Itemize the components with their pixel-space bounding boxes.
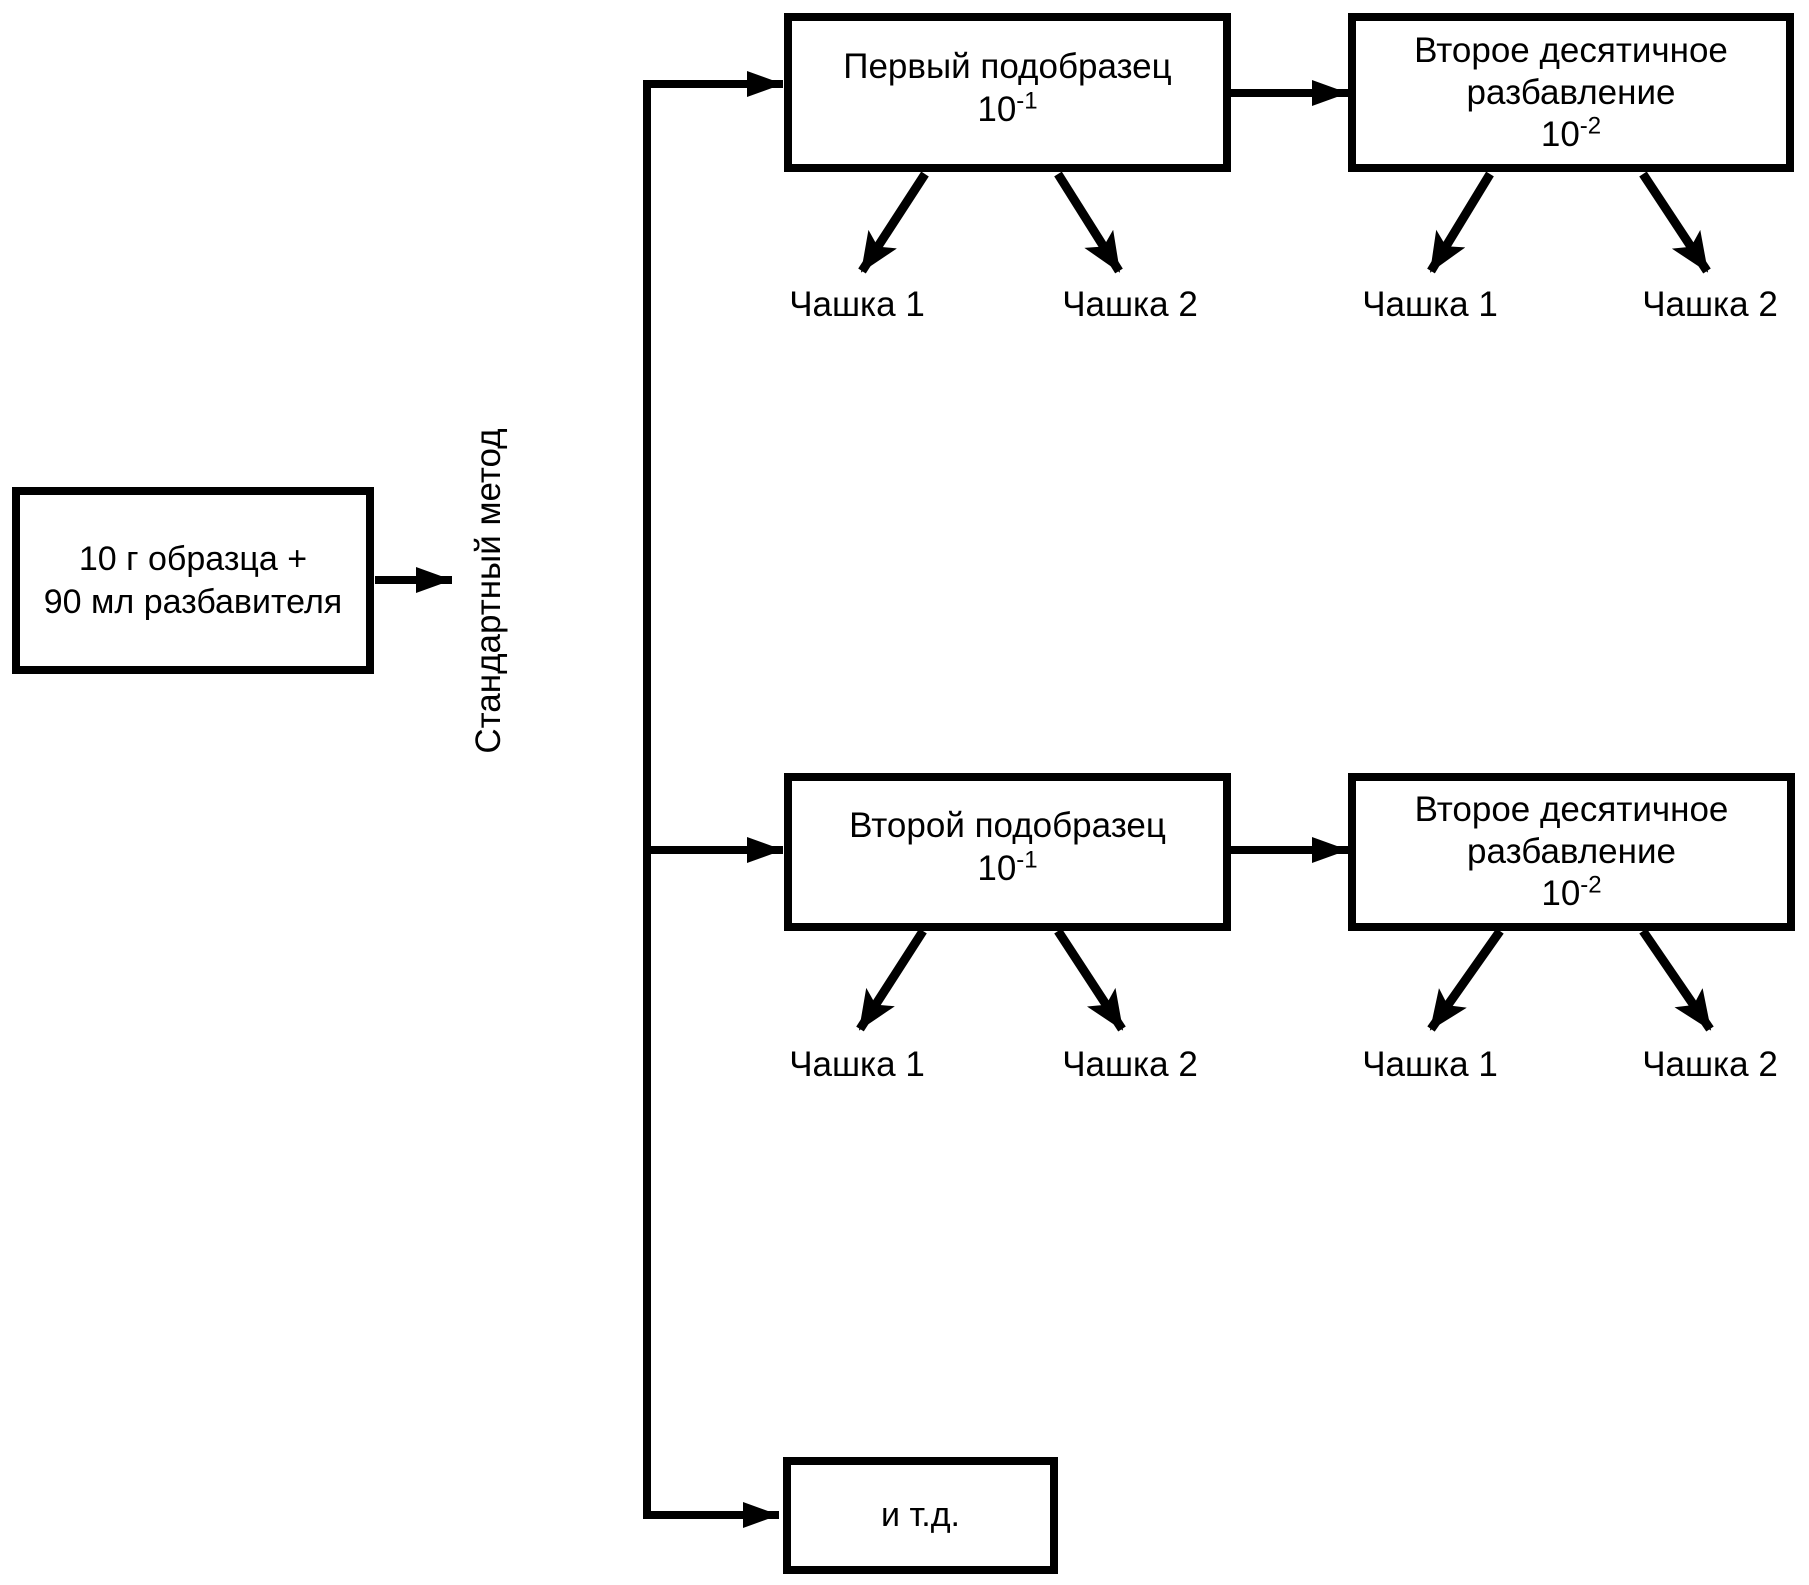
etc-box: и т.д. <box>783 1457 1058 1574</box>
first-subsample-dilution: 10-1 <box>977 88 1037 131</box>
r2-dilution-plate1-label: Чашка 1 <box>1362 1045 1498 1084</box>
second-second-dilution-box: Второе десятичное разбавление 10-2 <box>1348 773 1795 931</box>
etc-label: и т.д. <box>881 1496 960 1534</box>
first-second-dilution-box: Второе десятичное разбавление 10-2 <box>1348 13 1794 172</box>
standard-method-label: Стандартный метод <box>469 428 508 754</box>
r1-subsample-plate2-label: Чашка 2 <box>1062 285 1198 324</box>
second-second-dilution-line1: Второе десятичное <box>1414 790 1729 829</box>
first-second-dilution-line1: Второе десятичное <box>1414 30 1728 70</box>
r1-subsample-plate1-label: Чашка 1 <box>789 285 925 324</box>
arrow-r2-subsample-to-plate1 <box>856 928 927 1032</box>
first-second-dilution-value: 10-2 <box>1540 111 1602 156</box>
r2-dilution-plate2-label: Чашка 2 <box>1642 1045 1778 1084</box>
dilution-base: 10 <box>1541 874 1581 913</box>
second-subsample-dilution: 10-1 <box>977 847 1037 890</box>
arrow-r1-dilution-to-plate2 <box>1639 171 1711 274</box>
dilution-exponent: -2 <box>1580 871 1602 899</box>
dilution-base: 10 <box>977 89 1017 129</box>
second-second-dilution-line2: разбавление <box>1467 832 1676 871</box>
arrow-r1-dilution-to-plate1 <box>1427 171 1494 274</box>
arrow-r2-dilution-to-plate1 <box>1427 928 1504 1032</box>
dilution-base: 10 <box>1540 114 1580 154</box>
arrow-r2-dilution-to-plate2 <box>1639 928 1714 1032</box>
dilution-exponent: -2 <box>1579 111 1602 139</box>
second-subsample-title: Второй подобразец <box>849 806 1166 845</box>
first-subsample-box: Первый подобразец 10-1 <box>784 13 1231 172</box>
arrow-r1-subsample-to-plate1 <box>858 171 929 274</box>
r2-subsample-plate2-label: Чашка 2 <box>1062 1045 1198 1084</box>
r2-subsample-plate1-label: Чашка 1 <box>789 1045 925 1084</box>
first-second-dilution-line2: разбавление <box>1466 72 1676 112</box>
second-second-dilution-value: 10-2 <box>1541 873 1601 915</box>
arrow-r1-subsample-to-plate2 <box>1054 171 1123 274</box>
r1-dilution-plate2-label: Чашка 2 <box>1642 285 1778 324</box>
source-sample-line2: 90 мл разбавителя <box>43 582 343 621</box>
second-subsample-box: Второй подобразец 10-1 <box>784 773 1231 931</box>
dilution-exponent: -1 <box>1016 846 1038 874</box>
source-sample-line1: 10 г образца + <box>78 539 308 578</box>
dilution-exponent: -1 <box>1016 86 1038 114</box>
r1-dilution-plate1-label: Чашка 1 <box>1362 285 1498 324</box>
source-sample-box: 10 г образца + 90 мл разбавителя <box>12 487 374 674</box>
arrow-r2-subsample-to-plate2 <box>1054 928 1126 1032</box>
first-subsample-title: Первый подобразец <box>843 46 1172 86</box>
dilution-base: 10 <box>977 849 1017 888</box>
